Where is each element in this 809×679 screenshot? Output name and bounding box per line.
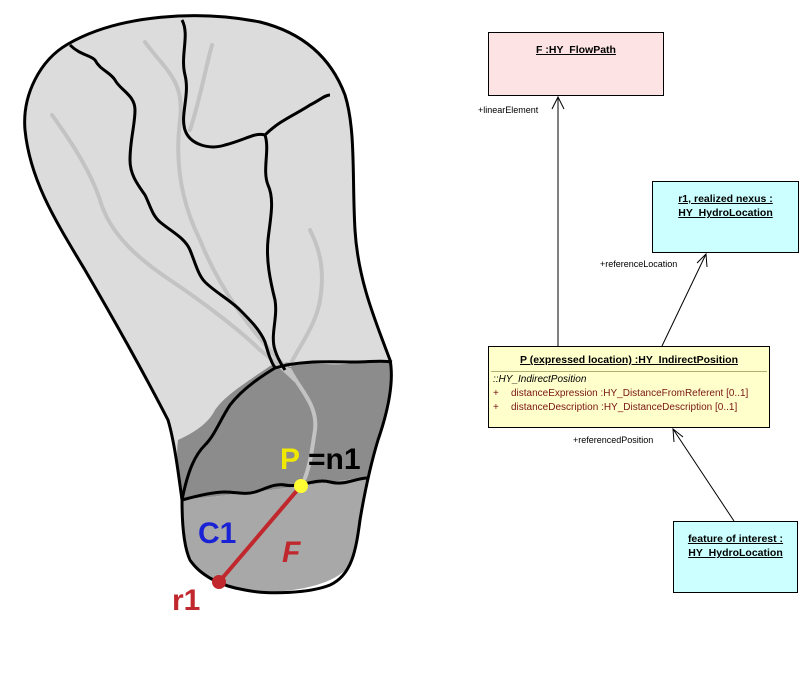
catchment-boundaries — [23, 14, 393, 595]
role-reference-location: +referenceLocation — [600, 259, 678, 269]
catchment-middle — [177, 362, 393, 500]
uml-attribute-row: + distanceExpression :HY_DistanceFromRefe… — [489, 387, 769, 401]
uml-attribute-row: + distanceDescription :HY_DistanceDescrip… — [489, 401, 769, 415]
flowpath-line — [217, 485, 302, 584]
uml-attribute-text: distanceExpression :HY_DistanceFromRefer… — [511, 388, 749, 399]
label-r1: r1 — [172, 584, 200, 617]
uml-attribute-marker: + — [493, 402, 499, 413]
uml-indirect-position-box: P (expressed location) :HY_IndirectPosit… — [488, 346, 770, 428]
role-referenced-position: +referencedPosition — [573, 435, 654, 445]
connector-reference-location — [661, 253, 707, 347]
uml-indirect-position-title: P (expressed location) :HY_IndirectPosit… — [519, 354, 739, 366]
stream-network — [50, 40, 324, 480]
uml-flowpath-box: F :HY_FlowPath — [488, 32, 664, 96]
uml-realized-nexus-title-2: HY_HydroLocation — [678, 207, 773, 219]
uml-feature-of-interest-title-1: feature of interest : — [687, 533, 784, 545]
uml-feature-of-interest-title-2: HY_HydroLocation — [688, 547, 783, 559]
arrowhead-referenced-position — [672, 427, 684, 443]
arrowhead-reference-location — [696, 252, 708, 268]
point-r1 — [212, 575, 226, 589]
point-p — [294, 479, 308, 493]
uml-flowpath-title: F :HY_FlowPath — [536, 44, 616, 56]
arrowhead-linear-element — [551, 95, 565, 110]
label-f: F — [282, 536, 301, 569]
catchment-lower — [182, 478, 368, 592]
label-c1: C1 — [198, 517, 236, 550]
label-n1: =n1 — [308, 443, 361, 476]
uml-attribute-marker: + — [493, 388, 499, 399]
uml-indirect-position-stereotype: ::HY_IndirectPosition — [493, 374, 587, 385]
uml-feature-of-interest-box: feature of interest : HY_HydroLocation — [673, 521, 798, 593]
uml-realized-nexus-box: r1, realized nexus : HY_HydroLocation — [652, 181, 799, 253]
connector-referenced-position — [672, 428, 735, 522]
uml-attribute-text: distanceDescription :HY_DistanceDescript… — [511, 402, 738, 413]
uml-connectors — [551, 95, 735, 522]
uml-realized-nexus-title-1: r1, realized nexus : — [678, 193, 773, 205]
label-p: P — [280, 443, 300, 476]
role-linear-element: +linearElement — [478, 105, 539, 115]
